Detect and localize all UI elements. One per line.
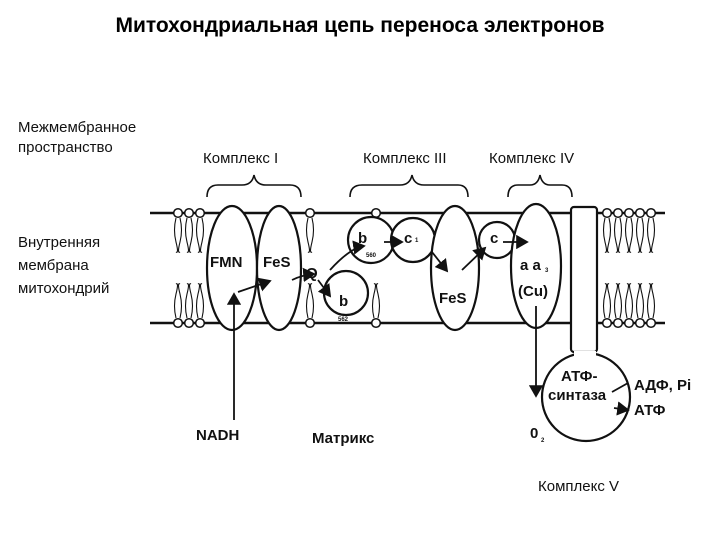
lipid-head [185, 209, 194, 218]
lipid-head [614, 209, 623, 218]
side-labels: Межмембранное пространство Внутренняя ме… [18, 119, 136, 297]
b560-subscript: 560 [366, 253, 377, 259]
b562-subscript: 562 [338, 317, 349, 323]
lipid-head [196, 319, 205, 328]
lipid-tail [637, 284, 644, 318]
c-label: c [490, 230, 498, 247]
lipid-tail [307, 284, 314, 318]
aa3-label: a a [520, 257, 542, 274]
lipid-head [647, 319, 656, 328]
lipid-head [636, 209, 645, 218]
lipid-head [625, 319, 634, 328]
complex-3-c1-subunit [391, 218, 435, 262]
lipid-tail [186, 218, 193, 252]
lipid-tail [604, 218, 611, 252]
complex-4-label: Комплекс IV [489, 150, 574, 167]
lipid-tail [648, 284, 655, 318]
lipid-head [185, 319, 194, 328]
lipid-head [636, 319, 645, 328]
o2-label: 0 [530, 425, 538, 442]
complex-1-label: Комплекс I [203, 150, 278, 167]
intermembrane-label-2: пространство [18, 139, 113, 156]
lipid-head [647, 209, 656, 218]
inner-membrane-label-3: митохондрий [18, 280, 109, 297]
lipid-tail [626, 284, 633, 318]
o2-subscript: 2 [541, 438, 545, 444]
lipid-tail [175, 284, 182, 318]
lipid-head [372, 319, 381, 328]
lipid-head [603, 319, 612, 328]
fes-3-label: FeS [439, 290, 467, 307]
inner-membrane-label-2: мембрана [18, 257, 89, 274]
complex-3-brace [350, 175, 468, 197]
complex-5-label: Комплекс V [538, 478, 619, 495]
atp-synthase-label-1: АТФ- [561, 368, 597, 385]
b560-label: b [358, 230, 367, 247]
complex-3-label: Комплекс III [363, 150, 447, 167]
fes-1-label: FeS [263, 254, 291, 271]
lipid-head [614, 319, 623, 328]
lipid-tail [637, 218, 644, 252]
nadh-label: NADH [196, 427, 239, 444]
lipid-tail [648, 218, 655, 252]
complex-4-brace [508, 175, 572, 197]
matrix-label: Матрикс [312, 430, 374, 447]
atp-synthase-label-2: синтаза [548, 387, 607, 404]
lipid-tail [197, 284, 204, 318]
lipid-head [196, 209, 205, 218]
c1-label: c [404, 230, 412, 247]
complex-3-fes-subunit [431, 206, 479, 330]
intermembrane-label-1: Межмембранное [18, 119, 136, 136]
atp-label: АТФ [634, 402, 666, 419]
lipid-tail [626, 218, 633, 252]
lipid-head [603, 209, 612, 218]
lipid-tail [307, 218, 314, 252]
cu-label: (Cu) [518, 283, 548, 300]
lipid-tail [197, 218, 204, 252]
lipid-head [306, 319, 315, 328]
lipid-head [174, 319, 183, 328]
lipid-head [306, 209, 315, 218]
protein-complexes [207, 204, 561, 330]
b562-label: b [339, 293, 348, 310]
lipid-tail [186, 284, 193, 318]
lipid-tail [615, 284, 622, 318]
complex-braces [207, 175, 572, 197]
lipid-head [625, 209, 634, 218]
inner-membrane-label-1: Внутренняя [18, 234, 100, 251]
lipid-tail [615, 218, 622, 252]
complex-1-brace [207, 175, 301, 197]
lipid-tail [373, 284, 380, 318]
lipid-head [174, 209, 183, 218]
lipid-tail [604, 284, 611, 318]
adp-pi-label: АДФ, Pi [634, 377, 691, 394]
fmn-label: FMN [210, 254, 243, 271]
lipid-tail [175, 218, 182, 252]
